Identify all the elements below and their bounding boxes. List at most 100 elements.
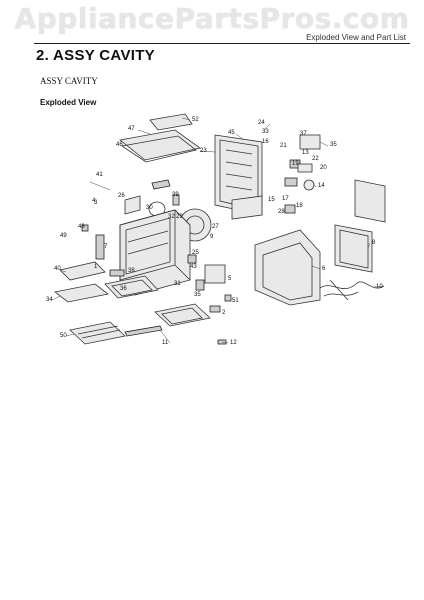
callout-47: 47 bbox=[128, 126, 135, 132]
callout-5: 5 bbox=[228, 276, 232, 282]
callout-14: 14 bbox=[318, 183, 325, 189]
cover-plate bbox=[124, 195, 141, 215]
outer-wrap bbox=[254, 229, 321, 306]
callout-34: 34 bbox=[46, 297, 53, 303]
base-frame-inner bbox=[161, 307, 203, 325]
top-panel-group bbox=[119, 113, 201, 190]
callout-3: 3 bbox=[94, 200, 98, 206]
header-section-label: Exploded View and Part List bbox=[306, 33, 406, 42]
relay-block bbox=[299, 134, 321, 150]
connector-part bbox=[297, 163, 313, 173]
back-panel-group bbox=[214, 134, 263, 220]
callout-48: 48 bbox=[78, 224, 85, 230]
callout-7: 7 bbox=[104, 244, 108, 250]
sensor-part bbox=[284, 177, 298, 187]
callout-22: 22 bbox=[312, 156, 319, 162]
insulation-top bbox=[354, 179, 386, 223]
wire-harness bbox=[319, 279, 385, 301]
foot-part bbox=[209, 305, 221, 313]
warming-drawer bbox=[69, 321, 126, 345]
callout-15: 15 bbox=[268, 197, 275, 203]
harness-wire-3 bbox=[329, 279, 349, 301]
callout-27: 27 bbox=[212, 224, 219, 230]
subtitle: ASSY CAVITY bbox=[40, 76, 98, 86]
drawer-tray bbox=[54, 283, 109, 303]
callout-1: 1 bbox=[94, 264, 98, 270]
rail-part bbox=[124, 325, 163, 337]
clip-part bbox=[284, 204, 296, 214]
callout-35b: 35 bbox=[194, 292, 201, 298]
callout-39: 39 bbox=[172, 192, 179, 198]
callout-10: 10 bbox=[376, 284, 383, 290]
callout-19: 19 bbox=[292, 161, 299, 167]
callout-2: 2 bbox=[222, 310, 226, 316]
drawer-rack-inner bbox=[111, 279, 153, 297]
top-cover-frame bbox=[120, 135, 197, 163]
callout-36: 36 bbox=[120, 286, 127, 292]
leader-lines bbox=[51, 117, 383, 344]
callout-38: 38 bbox=[128, 268, 135, 274]
callout-49: 49 bbox=[60, 233, 67, 239]
callout-8: 8 bbox=[372, 240, 376, 246]
exploded-view-label: Exploded View bbox=[40, 98, 97, 107]
callout-24: 24 bbox=[258, 120, 265, 126]
callout-52: 52 bbox=[192, 117, 199, 123]
callout-50: 50 bbox=[60, 333, 67, 339]
callout-21: 21 bbox=[280, 143, 287, 149]
callout-45: 45 bbox=[228, 130, 235, 136]
callout-37: 37 bbox=[300, 131, 307, 137]
callout-20: 20 bbox=[320, 165, 327, 171]
board-part bbox=[231, 195, 263, 220]
callout-13: 13 bbox=[302, 150, 309, 156]
callout-40: 40 bbox=[54, 266, 61, 272]
harness-wire-1 bbox=[319, 281, 385, 289]
screw-part bbox=[81, 224, 89, 232]
outer-wrap-inner bbox=[262, 242, 313, 301]
side-panel-group bbox=[95, 234, 125, 277]
vent-duct bbox=[149, 113, 193, 131]
callout-25: 25 bbox=[192, 250, 199, 256]
callout-30: 30 bbox=[146, 205, 153, 211]
cavity-opening bbox=[125, 217, 171, 275]
callout-31: 31 bbox=[174, 281, 181, 287]
callout-18: 18 bbox=[296, 203, 303, 209]
oven-cavity bbox=[119, 209, 191, 296]
terminal-block bbox=[195, 279, 205, 291]
fan-bracket bbox=[172, 194, 180, 206]
callout-33: 33 bbox=[262, 129, 269, 135]
callout-28: 28 bbox=[278, 209, 285, 215]
section-title-text: ASSY CAVITY bbox=[53, 47, 155, 64]
callout-29: 29 bbox=[176, 214, 183, 220]
cable-part bbox=[89, 181, 111, 191]
callout-41: 41 bbox=[96, 172, 103, 178]
callout-35a: 35 bbox=[330, 142, 337, 148]
callout-4: 4 bbox=[92, 198, 96, 204]
thermostat-part bbox=[303, 179, 315, 191]
hinge-part bbox=[109, 269, 125, 277]
watermark-logo: AppliancePartsPros.com bbox=[14, 2, 410, 35]
side-bracket bbox=[95, 234, 105, 260]
callout-9: 9 bbox=[210, 234, 214, 240]
callout-43: 43 bbox=[190, 264, 197, 270]
sensor-clip bbox=[187, 254, 197, 264]
header-rule bbox=[34, 43, 410, 44]
bottom-parts-group bbox=[54, 261, 227, 345]
bottom-plate-left bbox=[59, 261, 106, 281]
harness-wire-2 bbox=[323, 291, 359, 297]
insulation-bottom bbox=[334, 224, 373, 273]
callout-11: 11 bbox=[162, 340, 169, 346]
callout-16: 16 bbox=[262, 139, 269, 145]
small-parts-group bbox=[81, 181, 232, 302]
callout-17: 17 bbox=[282, 196, 289, 202]
component-cluster bbox=[284, 134, 321, 214]
callout-51: 51 bbox=[232, 298, 239, 304]
callout-46: 46 bbox=[116, 142, 123, 148]
cover-bracket bbox=[204, 264, 226, 284]
bracket-part bbox=[151, 179, 171, 190]
callout-26: 26 bbox=[118, 193, 125, 199]
insulation-bottom-inner bbox=[339, 229, 369, 269]
section-title: 2. ASSY CAVITY bbox=[36, 47, 155, 64]
callout-32: 32 bbox=[168, 214, 175, 220]
top-cover bbox=[119, 129, 201, 161]
